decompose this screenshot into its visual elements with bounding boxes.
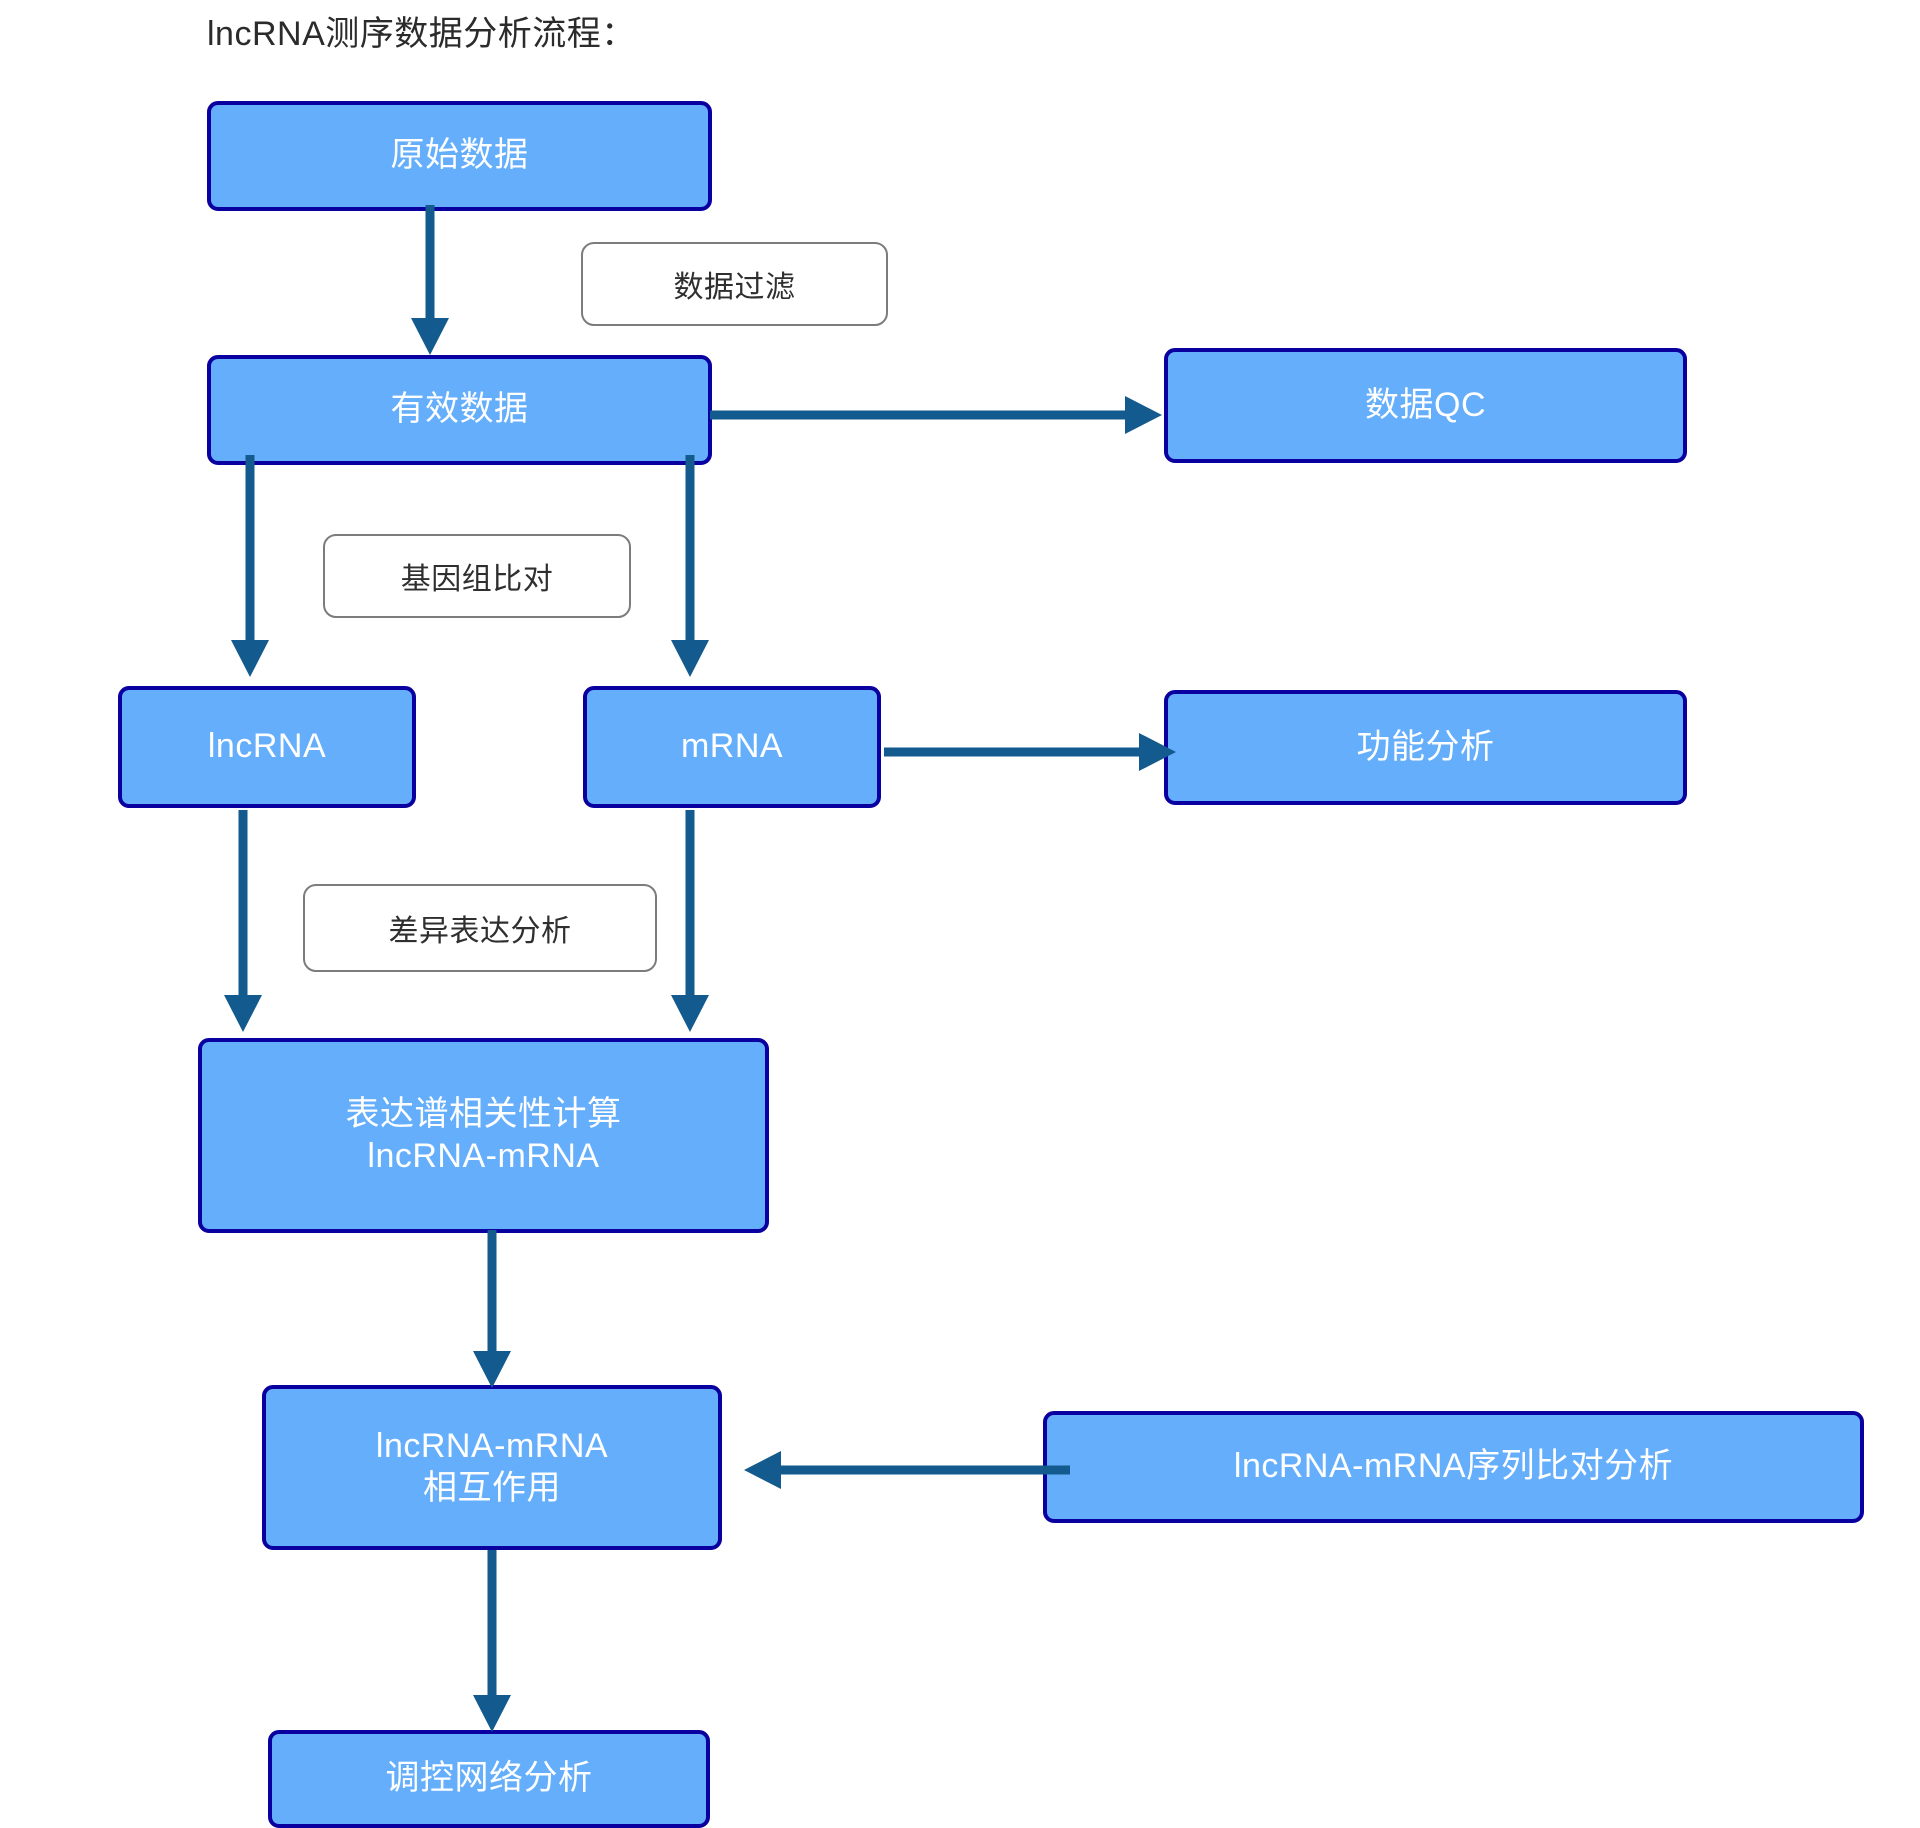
page-title: lncRNA测序数据分析流程： xyxy=(207,15,636,53)
node-clean-data-label: 有效数据 xyxy=(390,390,529,429)
edge-seqalign-to-interact xyxy=(740,1440,1070,1500)
node-data-qc-label: 数据QC xyxy=(1365,385,1486,424)
edge-clean-to-qc xyxy=(710,385,1170,445)
node-functional-analysis-label: 功能分析 xyxy=(1356,727,1495,766)
edge-label-differential-expression[interactable]: 差异表达分析 xyxy=(303,884,657,972)
node-lncrna-label: lncRNA xyxy=(207,727,327,766)
node-raw-data[interactable]: 原始数据 xyxy=(207,101,712,211)
node-lncrna-mrna-interaction-line2: 相互作用 xyxy=(423,1468,561,1507)
node-mrna[interactable]: mRNA xyxy=(583,686,881,808)
node-expression-correlation-line2: lncRNA-mRNA xyxy=(367,1136,600,1175)
node-regulatory-network-analysis-label: 调控网络分析 xyxy=(385,1759,593,1798)
edge-clean-to-lncrna xyxy=(220,455,280,685)
edge-corr-to-interact xyxy=(462,1230,522,1395)
node-sequence-alignment-analysis-label: lncRNA-mRNA序列比对分析 xyxy=(1233,1447,1674,1486)
edge-mrna-to-corr xyxy=(660,810,720,1040)
edge-lncrna-to-corr xyxy=(213,810,273,1040)
edge-label-differential-expression-text: 差异表达分析 xyxy=(388,915,572,948)
edge-interact-to-network xyxy=(462,1550,522,1740)
edge-raw-to-clean xyxy=(400,205,460,365)
edge-label-data-filter-text: 数据过滤 xyxy=(673,271,796,304)
edge-mrna-to-func xyxy=(884,722,1184,782)
node-raw-data-label: 原始数据 xyxy=(390,136,529,175)
node-functional-analysis[interactable]: 功能分析 xyxy=(1164,690,1687,805)
node-data-qc[interactable]: 数据QC xyxy=(1164,348,1687,463)
edge-clean-to-mrna xyxy=(660,455,720,685)
edge-label-genome-alignment-text: 基因组比对 xyxy=(400,563,554,596)
node-expression-correlation-line1: 表达谱相关性计算 xyxy=(345,1095,622,1134)
edge-label-data-filter[interactable]: 数据过滤 xyxy=(581,242,888,326)
edge-label-genome-alignment[interactable]: 基因组比对 xyxy=(323,534,631,618)
node-sequence-alignment-analysis[interactable]: lncRNA-mRNA序列比对分析 xyxy=(1043,1411,1864,1523)
node-lncrna-mrna-interaction-line1: lncRNA-mRNA xyxy=(375,1427,609,1466)
node-mrna-label: mRNA xyxy=(680,727,784,766)
node-clean-data[interactable]: 有效数据 xyxy=(207,355,712,465)
node-expression-correlation[interactable]: 表达谱相关性计算 lncRNA-mRNA xyxy=(198,1038,769,1233)
node-lncrna-mrna-interaction[interactable]: lncRNA-mRNA 相互作用 xyxy=(262,1385,722,1550)
node-lncrna[interactable]: lncRNA xyxy=(118,686,416,808)
node-regulatory-network-analysis[interactable]: 调控网络分析 xyxy=(268,1730,710,1828)
